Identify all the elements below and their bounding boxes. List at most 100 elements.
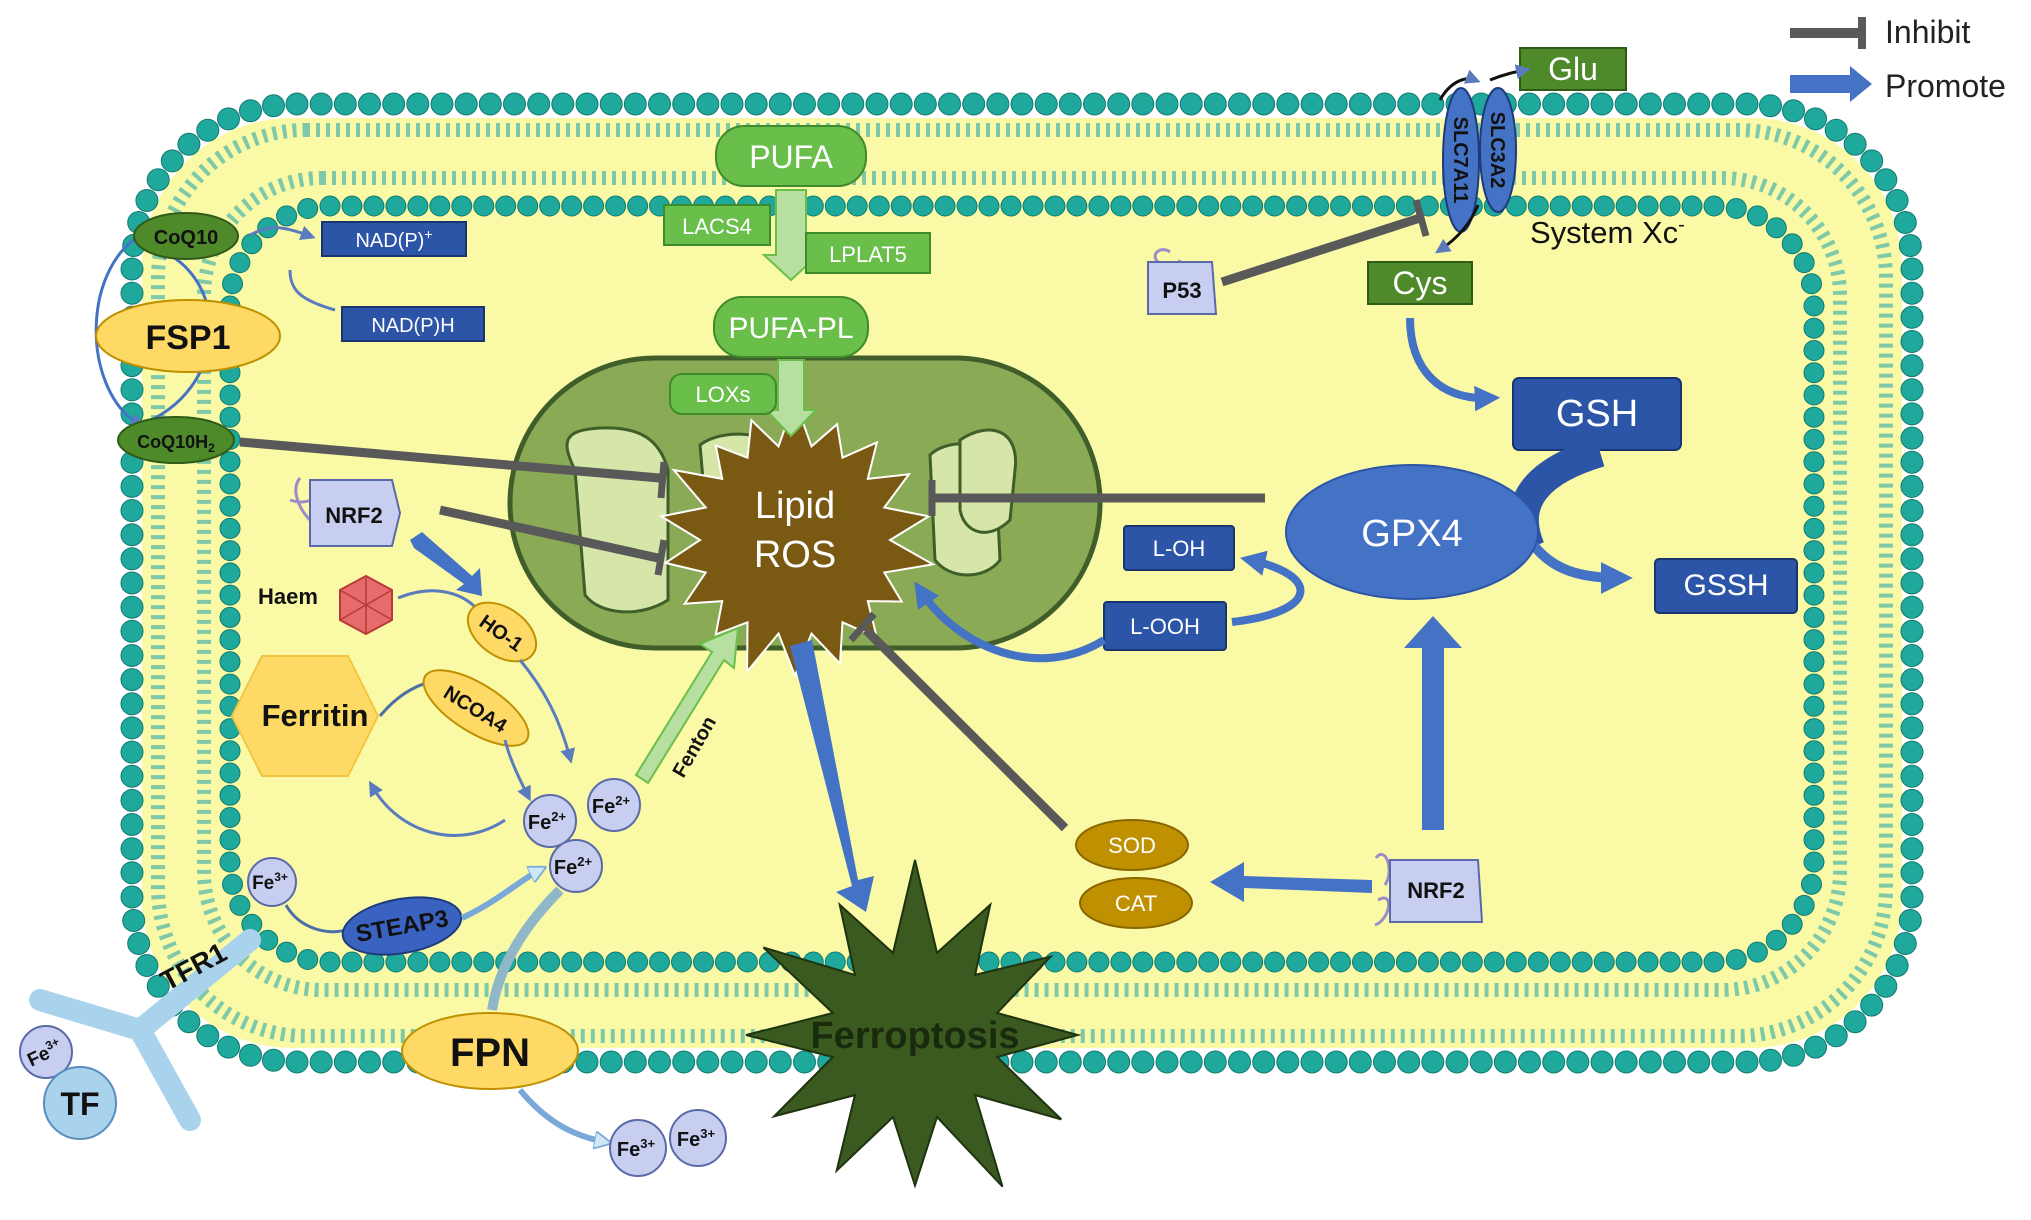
haem-label: Haem: [258, 584, 318, 609]
membrane-bead: [219, 606, 241, 628]
membrane-bead: [889, 92, 913, 116]
membrane-bead: [714, 951, 736, 973]
membrane-bead: [1803, 384, 1825, 406]
membrane-bead: [1276, 1050, 1300, 1074]
membrane-bead: [1198, 195, 1220, 217]
pufa-pathway: PUFA LACS4 LPLAT5 PUFA-PL LOXs: [663, 125, 931, 438]
membrane-bead: [1374, 195, 1395, 217]
pufa-pl-box: [713, 296, 869, 358]
gssh-label: GSSH: [1683, 569, 1768, 602]
lplat5-box: [805, 232, 931, 274]
membrane-bead: [1659, 951, 1681, 973]
membrane-bead: [219, 473, 241, 495]
membrane-bead: [1900, 523, 1924, 547]
membrane-bead: [561, 195, 583, 217]
membrane-bead: [120, 764, 144, 788]
membrane-bead: [1066, 195, 1088, 217]
membrane-bead: [135, 189, 159, 212]
membrane-bead: [1687, 1050, 1711, 1074]
membrane-bead: [1107, 92, 1131, 116]
membrane-bead: [1860, 993, 1884, 1017]
membrane-bead: [1110, 195, 1132, 217]
membrane-bead: [1860, 149, 1884, 173]
fe2-circle-2: [549, 839, 603, 893]
gpx4-system: P53 GSH GPX4 GSSH L-OH L-OOH NRF2 SOD CA…: [914, 248, 1798, 929]
membrane-bead: [309, 92, 333, 116]
membrane-bead: [406, 92, 430, 116]
membrane-bead: [1110, 951, 1132, 973]
fe3-label-out-2: Fe3+: [677, 1126, 716, 1151]
membrane-bead: [583, 195, 605, 217]
membrane-bead: [1352, 195, 1373, 217]
nadp-box: [321, 221, 467, 257]
membrane-bead: [1571, 951, 1593, 973]
membrane-bead: [793, 1050, 816, 1074]
membrane-bead: [1228, 1050, 1251, 1074]
membrane-bead: [1893, 211, 1917, 234]
membrane-bead: [1663, 1050, 1686, 1074]
membrane-bead: [1663, 92, 1686, 116]
nrf2-to-gpx4-arrow: [1404, 616, 1462, 830]
membrane-bead: [1549, 195, 1571, 217]
membrane-bead: [1542, 92, 1566, 116]
membrane-bead: [1638, 92, 1662, 116]
membrane-bead: [1803, 584, 1825, 606]
membrane-bead: [1324, 1050, 1348, 1074]
membrane-bead: [1900, 813, 1924, 836]
membrane-bead: [217, 107, 240, 131]
membrane-bead: [276, 941, 298, 963]
pufa-pl-arrow: [763, 359, 819, 438]
membrane-bead: [219, 629, 241, 651]
membrane-bead: [736, 951, 758, 973]
membrane-bead: [1132, 195, 1154, 217]
membrane-bead: [120, 523, 144, 547]
membrane-bead: [1066, 951, 1088, 973]
membrane-bead: [407, 195, 429, 217]
membrane-bead: [648, 92, 671, 116]
glu-label: Glu: [1548, 51, 1598, 87]
membrane-bead: [1735, 92, 1759, 116]
p53-box: [1147, 261, 1218, 315]
membrane-bead: [1759, 1048, 1782, 1072]
membrane-bead: [1803, 495, 1825, 517]
legend-promote-arrow: [1790, 66, 1872, 102]
membrane-bead: [1885, 954, 1909, 977]
membrane-bead: [120, 837, 144, 861]
cys-box: [1367, 261, 1473, 305]
looh-box: [1103, 601, 1227, 651]
ferroportin: FPN Fe3+ Fe3+: [401, 886, 727, 1177]
cat-label: CAT: [1115, 891, 1157, 916]
membrane-bead: [1885, 189, 1909, 212]
slc3a2-label: SLC3A2: [1486, 112, 1508, 189]
membrane-bead: [1374, 951, 1395, 973]
nadph-label: NAD(P)H: [371, 315, 454, 337]
membrane-bead: [1803, 673, 1825, 695]
membrane-bead: [451, 195, 473, 217]
membrane-bead: [1176, 195, 1198, 217]
membrane-bead: [1900, 740, 1924, 764]
membrane-bead: [1900, 837, 1924, 861]
membrane-bead: [219, 451, 241, 473]
membrane-bead: [1900, 571, 1924, 595]
membrane-bead: [1300, 92, 1324, 116]
membrane-bead: [648, 1050, 671, 1074]
membrane-bead: [285, 92, 309, 116]
membrane-bead: [1725, 198, 1747, 219]
membrane-bead: [1803, 851, 1825, 873]
membrane-bead: [1417, 951, 1439, 973]
membrane-bead: [1900, 885, 1924, 909]
membrane-bead: [868, 195, 890, 217]
membrane-bead: [671, 951, 692, 973]
membrane-bead: [177, 1010, 201, 1034]
membrane-bead: [219, 762, 241, 784]
cys-label: Cys: [1392, 265, 1447, 301]
membrane-bead: [575, 1050, 599, 1074]
membrane-bead: [1900, 281, 1924, 305]
membrane-bead: [1176, 951, 1198, 973]
membrane-bead: [583, 951, 605, 973]
membrane-bead: [1421, 92, 1445, 116]
slc7a11-label: SLC7A11: [1449, 117, 1471, 204]
membrane-bead: [1493, 1050, 1517, 1074]
membrane-bead: [841, 92, 865, 116]
membrane-bead: [1900, 378, 1924, 402]
